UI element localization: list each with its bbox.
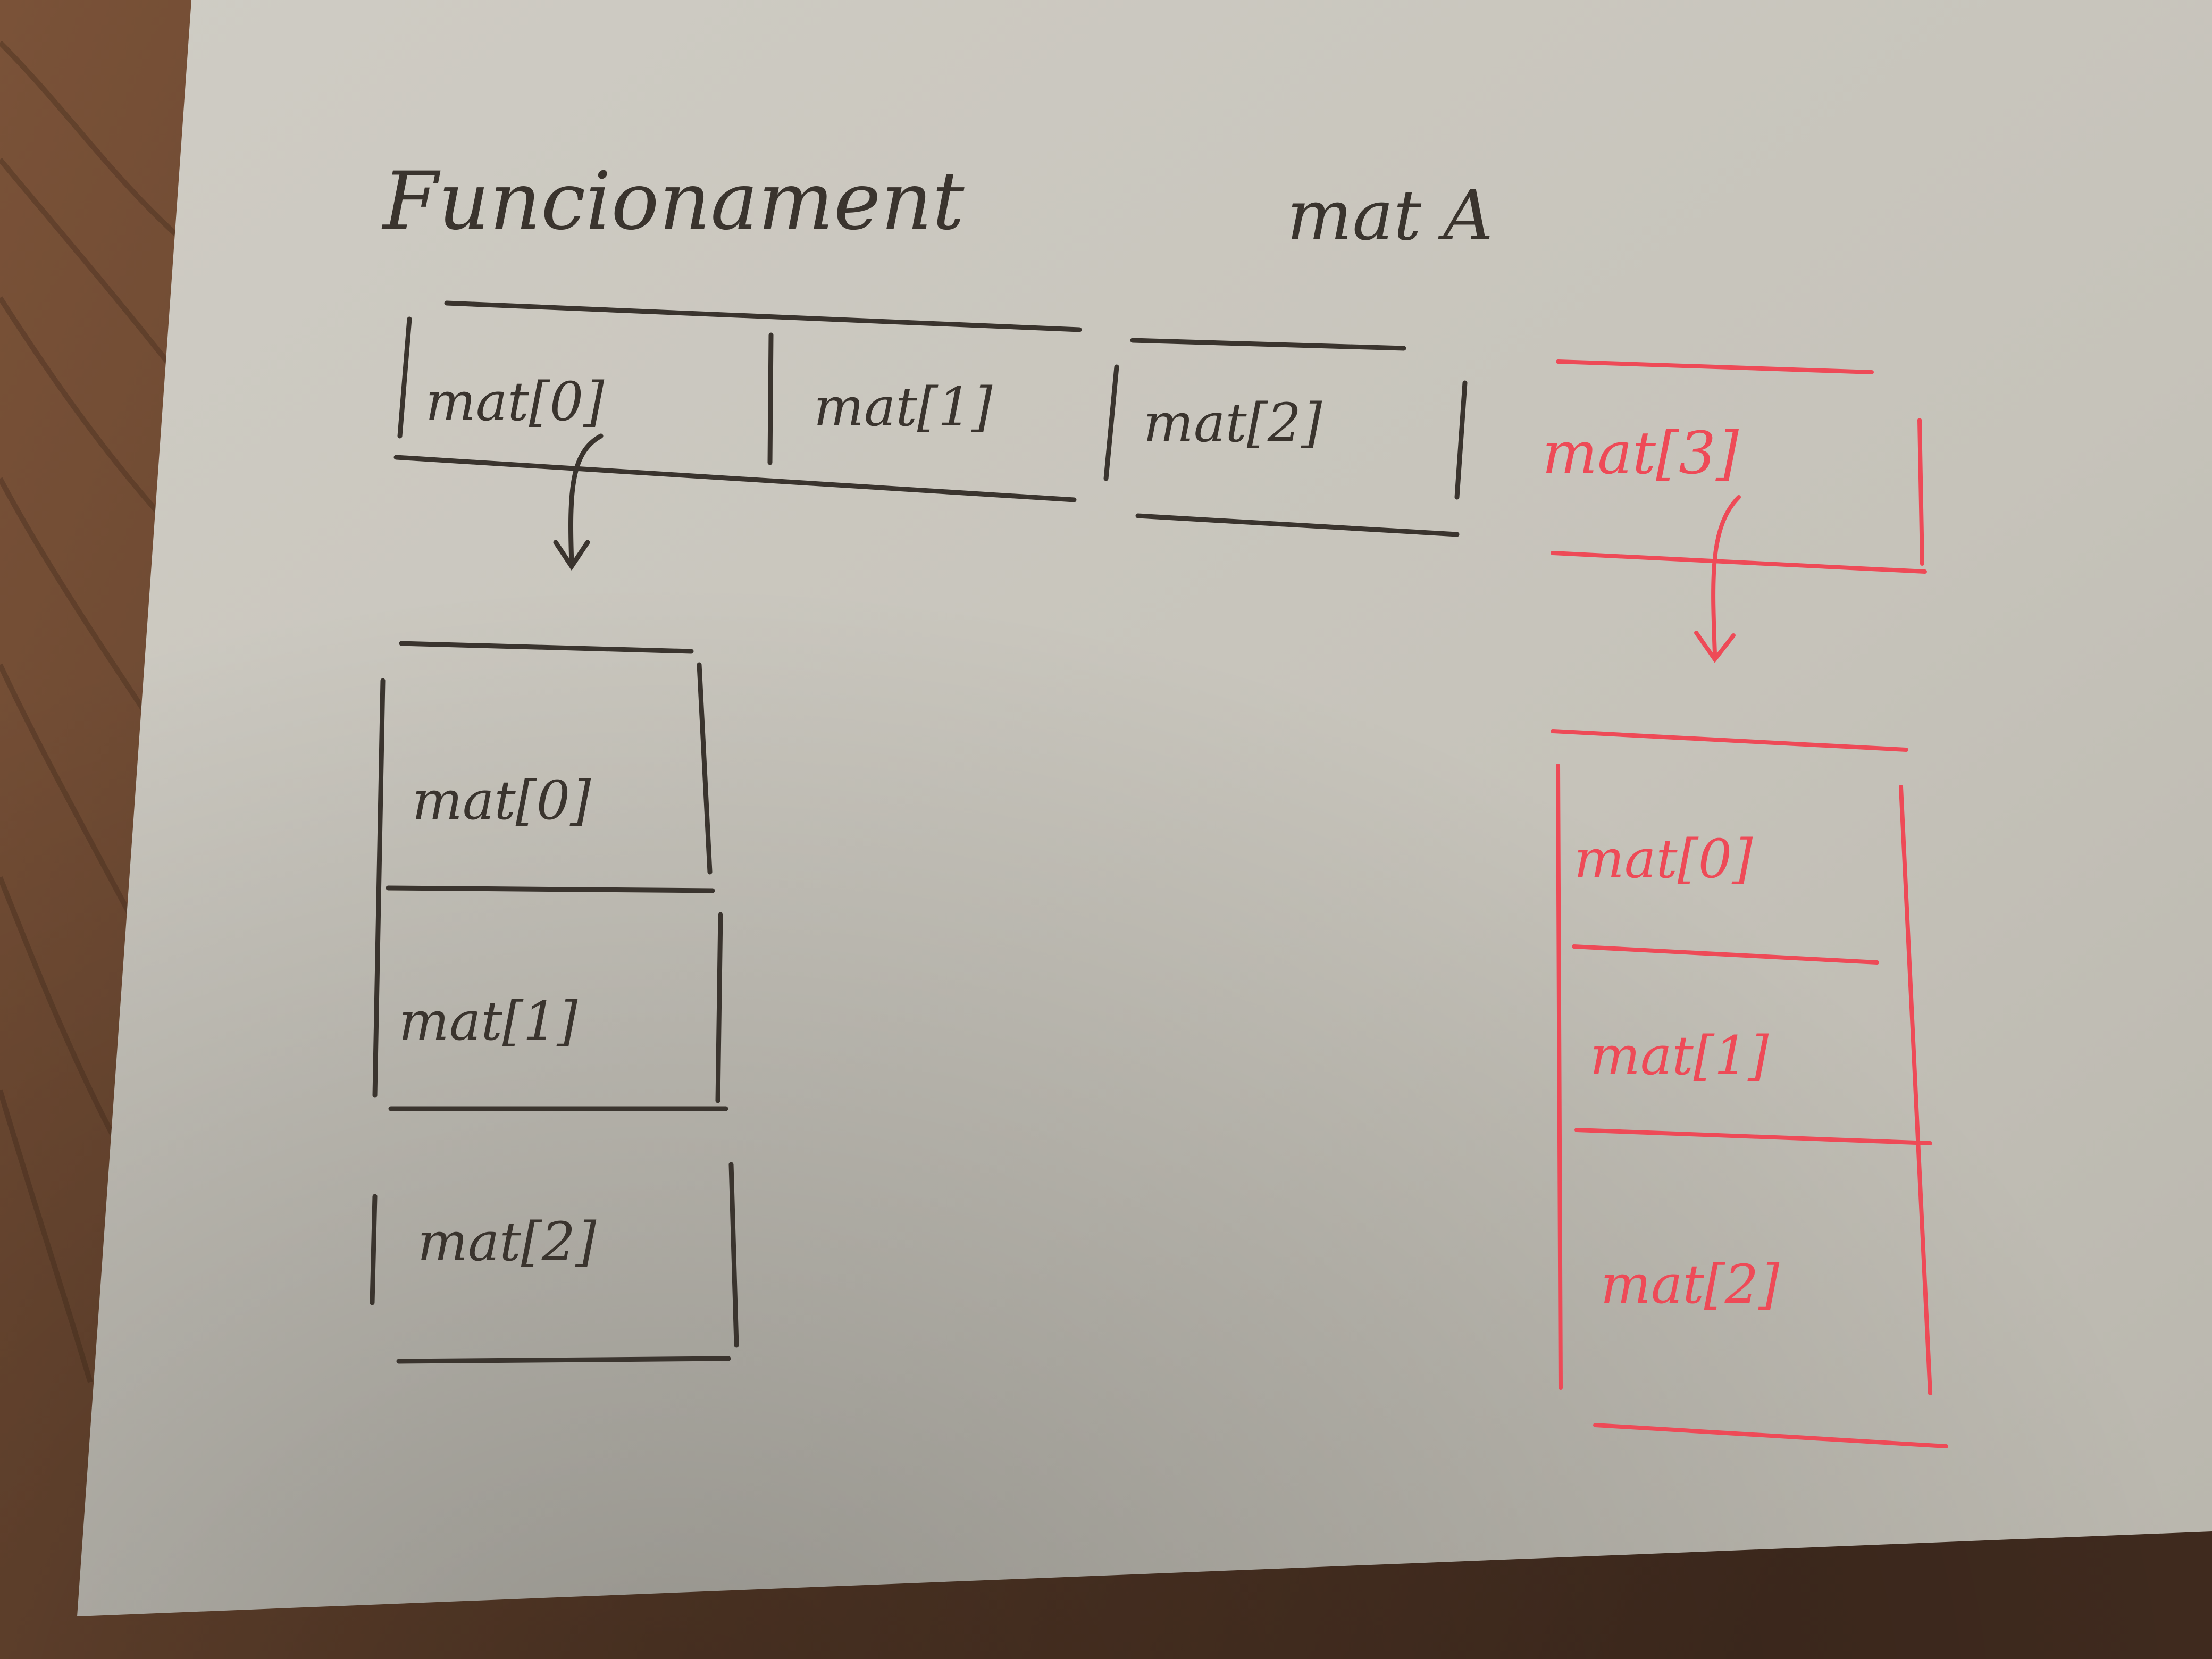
- right-col-right-border: [1899, 785, 1932, 1395]
- top-row-right-border: [1454, 380, 1468, 500]
- top-row-lower-line: [393, 455, 1077, 502]
- right-col-left-border: [1556, 764, 1563, 1390]
- left-col-bottom-line: [396, 1356, 731, 1364]
- left-cell-label-0: mat[0]: [412, 769, 591, 832]
- left-cell-label-1: mat[1]: [399, 990, 578, 1052]
- top-row-upper-line: [444, 300, 1082, 332]
- red-cell-top: [1556, 359, 1874, 374]
- right-col-top-line: [1551, 729, 1908, 752]
- left-column-array: [370, 641, 739, 1364]
- right-col-divider-1: [1572, 944, 1879, 965]
- top-row-cell3-top: [1130, 338, 1406, 351]
- right-column-array: [1551, 729, 1948, 1448]
- top-row-divider-2: [1103, 364, 1119, 481]
- right-col-divider-2: [1574, 1128, 1932, 1145]
- title-suffix-text: mat A: [1287, 175, 1493, 256]
- arrow-to-left-column: [553, 433, 604, 571]
- top-row-left-border: [397, 316, 412, 439]
- left-cell-label-2: mat[2]: [417, 1211, 597, 1273]
- arrow-to-right-column: [1694, 495, 1741, 663]
- left-column-labels: mat[0] mat[1] mat[2]: [399, 769, 597, 1273]
- right-cell-label-2: mat[2]: [1601, 1253, 1780, 1316]
- red-top-cell: [1551, 359, 1927, 574]
- top-cell-label-2: mat[2]: [1143, 392, 1322, 454]
- right-cell-label-1: mat[1]: [1590, 1025, 1769, 1087]
- left-col-divider-1: [386, 885, 715, 893]
- right-column-labels: mat[0] mat[1] mat[2]: [1574, 828, 1780, 1316]
- red-top-cell-label: mat[3]: [1542, 419, 1739, 487]
- left-col-right-border-3: [728, 1162, 739, 1348]
- right-col-bottom-line: [1593, 1423, 1948, 1448]
- left-col-top-line: [399, 641, 694, 654]
- left-col-left-border: [372, 678, 386, 1098]
- top-cell-label-1: mat[1]: [814, 376, 993, 438]
- title-text: Funcionament: [381, 155, 965, 248]
- top-row-divider-1: [767, 332, 774, 465]
- diagram-title: Funcionament mat A: [381, 155, 1493, 256]
- left-col-right-border-1: [697, 662, 713, 875]
- top-row-array: [393, 300, 1468, 537]
- red-cell-bottom: [1551, 551, 1927, 574]
- top-cell-label-0: mat[0]: [425, 371, 605, 433]
- top-row-cell3-bottom: [1135, 513, 1460, 537]
- right-cell-label-0: mat[0]: [1574, 828, 1753, 890]
- top-row-labels: mat[0] mat[1] mat[2]: [425, 371, 1322, 454]
- left-col-left-border-3: [370, 1194, 378, 1305]
- left-col-right-border-2: [715, 912, 723, 1103]
- red-cell-right-border: [1917, 418, 1924, 566]
